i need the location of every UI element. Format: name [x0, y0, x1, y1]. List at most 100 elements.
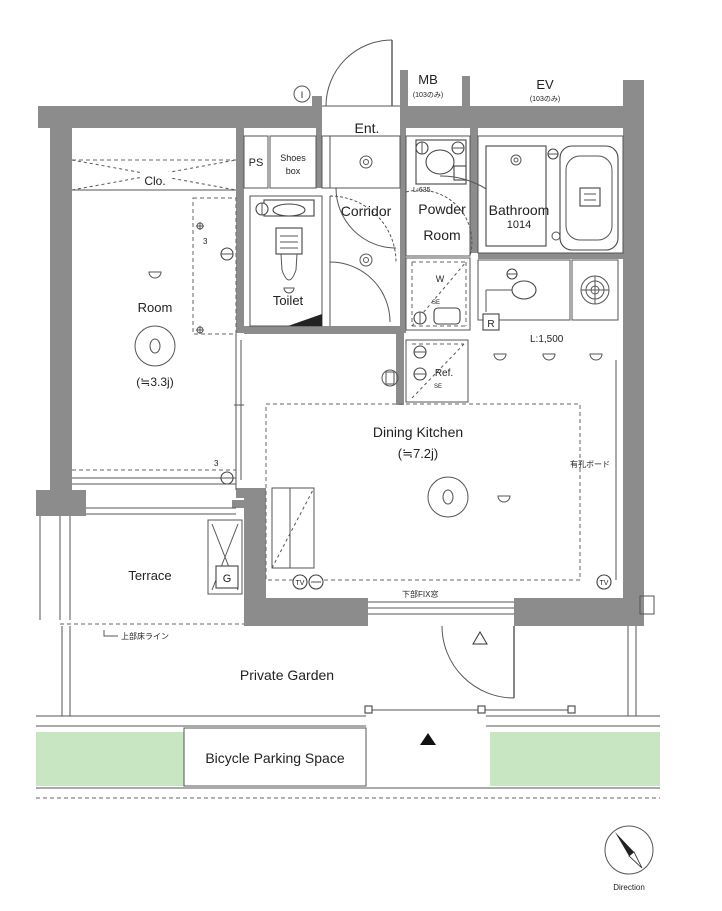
svg-text:TV: TV — [296, 580, 305, 587]
shoes-box-label-2: box — [286, 166, 301, 176]
light-icon — [493, 353, 507, 361]
sink-icon — [272, 203, 306, 217]
dk-closet — [271, 487, 315, 569]
room-wardrobe — [192, 197, 237, 335]
shoes-box — [269, 135, 317, 189]
light-icon — [510, 154, 522, 166]
ps-label: PS — [249, 157, 264, 169]
drain-icon — [551, 231, 561, 241]
direction-label: Direction — [613, 883, 645, 892]
range-hood-box — [482, 313, 500, 331]
num-3b: 3 — [214, 459, 219, 468]
terrace-unit — [207, 519, 243, 595]
corridor-label: Corridor — [341, 203, 392, 219]
walls — [36, 70, 644, 626]
light-icon — [589, 353, 603, 361]
toilet-label: Toilet — [273, 293, 304, 308]
hedge-left — [36, 732, 184, 786]
tv-outlet-icon: TV — [292, 574, 308, 590]
ev-note: (103のみ) — [530, 95, 560, 103]
light-icon — [542, 353, 556, 361]
dining-kitchen-label: Dining Kitchen — [373, 424, 463, 440]
outlet-icon — [415, 141, 429, 155]
refrigerator-label: Ref. — [435, 368, 453, 379]
se-label-2: SE — [434, 384, 442, 390]
room-area: (≒3.3j) — [136, 375, 173, 389]
toilet-icon — [275, 227, 303, 255]
outlet-icon — [220, 471, 234, 485]
powder-room-label-1: Powder — [418, 201, 466, 217]
circle-i-label: I — [301, 90, 304, 100]
upper-floor-line-label: 上部床ライン — [121, 631, 169, 641]
light-icon — [148, 271, 162, 279]
door-triangle-icon — [472, 631, 488, 645]
gas-meter — [215, 565, 239, 589]
num-3a: 3 — [203, 237, 208, 246]
dining-kitchen-area — [265, 403, 581, 581]
outlet-icon — [451, 141, 465, 155]
outlet-icon — [506, 268, 518, 280]
fix-window-label: 下部FIX窓 — [402, 589, 438, 599]
stove-counter — [571, 259, 619, 321]
washlet-outlet-icon — [308, 574, 324, 590]
washer-space — [405, 257, 471, 331]
bicycle-parking-label: Bicycle Parking Space — [205, 750, 345, 766]
washer-label: W — [436, 274, 445, 284]
ceiling-light-icon — [134, 325, 176, 367]
board-label: 有孔ボード — [570, 459, 610, 469]
gas-meter-label: G — [223, 573, 232, 585]
mb-note: (103のみ) — [413, 91, 443, 99]
range-label: R — [487, 319, 494, 330]
step-marker — [288, 314, 322, 326]
dining-kitchen-area-label: (≒7.2j) — [398, 446, 439, 461]
light-icon — [283, 287, 295, 294]
kitchen-sink-counter — [477, 259, 571, 321]
ev-label: EV — [536, 77, 554, 92]
outlet-icon — [196, 222, 204, 230]
light-icon — [497, 495, 511, 503]
drain-icon — [453, 165, 467, 181]
stove-icon — [580, 275, 610, 305]
toilet-room — [249, 195, 323, 327]
light-icon — [359, 253, 373, 267]
bathtub-icon — [559, 145, 619, 251]
terrace-label: Terrace — [128, 568, 171, 583]
outlet-icon — [220, 247, 234, 261]
entry-arrow-icon — [420, 733, 436, 745]
svg-text:TV: TV — [600, 580, 609, 587]
outlet-icon — [413, 311, 427, 325]
bathroom — [477, 135, 624, 254]
se-label-1: SE — [432, 300, 440, 306]
outlet-icon — [413, 367, 427, 381]
bath-floor — [485, 145, 547, 247]
intercom-icon — [381, 369, 399, 387]
light-icon — [359, 155, 373, 169]
powder-room-label-2: Room — [423, 227, 460, 243]
compass-icon — [604, 825, 654, 875]
ent-label: Ent. — [355, 120, 380, 136]
tv-outlet-icon: TV — [596, 574, 612, 590]
powder-room — [405, 135, 471, 257]
bathroom-size: 1014 — [507, 219, 531, 231]
counter-length: L:1,500 — [530, 334, 564, 345]
entry-floor — [321, 135, 401, 189]
outlet-icon — [196, 326, 204, 334]
outlet-icon — [255, 202, 269, 216]
closet-label: Clo. — [144, 174, 165, 188]
room-label: Room — [138, 300, 173, 315]
circle-marker-i — [293, 85, 311, 103]
sink-icon — [511, 280, 537, 300]
shoes-box-label-1: Shoes — [280, 153, 306, 163]
entrance-door — [322, 39, 400, 107]
shower-icon — [547, 148, 559, 160]
refrigerator-space — [405, 339, 469, 403]
bathroom-label: Bathroom — [489, 202, 550, 218]
faucet-icon — [433, 307, 461, 325]
private-garden-label: Private Garden — [240, 667, 334, 683]
mb-label: MB — [418, 72, 438, 87]
ceiling-light-icon — [427, 476, 469, 518]
ps-box — [243, 135, 269, 189]
sink-icon — [425, 149, 455, 175]
